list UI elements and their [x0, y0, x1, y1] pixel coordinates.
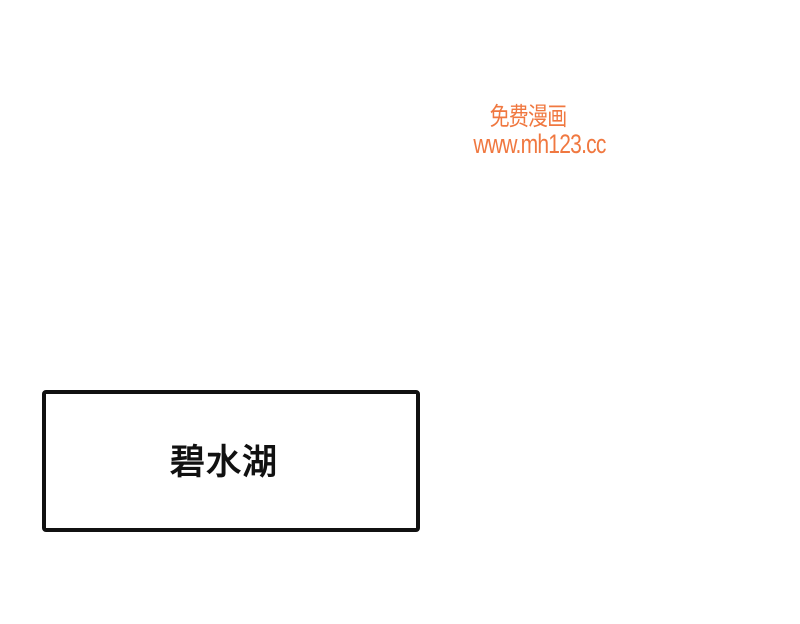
site-watermark: 免费漫画 www.mh123.cc [458, 103, 606, 160]
location-caption-box: 碧水湖 [42, 390, 420, 532]
location-caption-text: 碧水湖 [170, 442, 279, 483]
watermark-title: 免费漫画 [489, 103, 568, 131]
watermark-url: www.mh123.cc [473, 129, 606, 160]
